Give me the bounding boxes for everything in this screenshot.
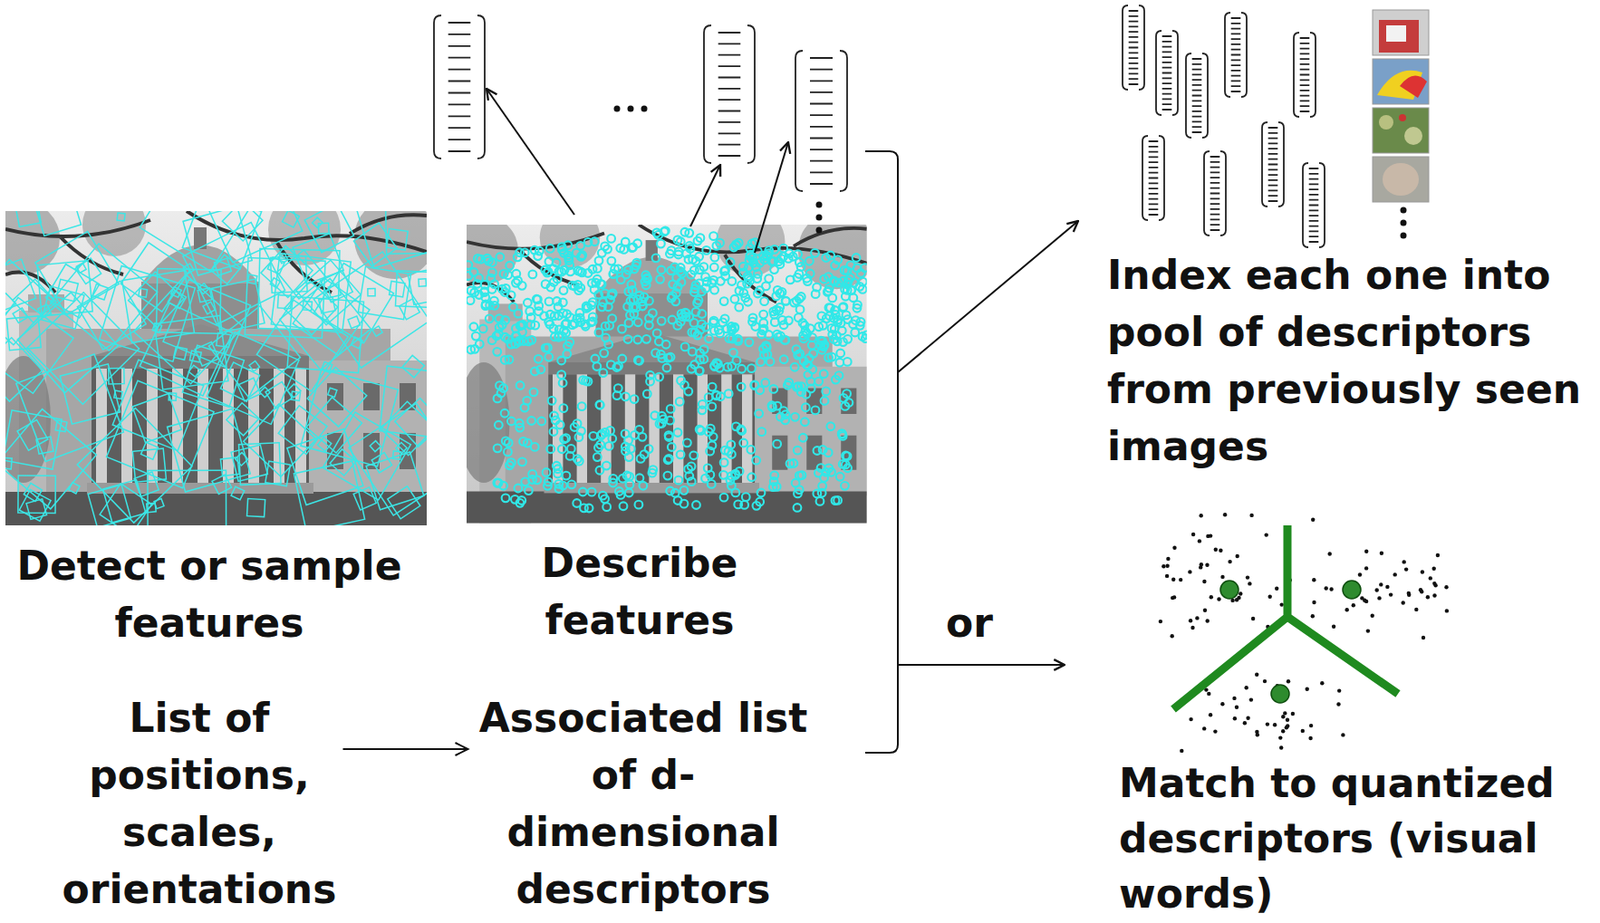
text-node: Associated list of d-dimensional descrip… [468,689,820,922]
descriptor-vectors [433,5,1325,248]
caption-label: or [924,594,1015,652]
flow-arrow [343,742,469,756]
detected-photo [5,211,427,526]
caption-label: Match to quantized descriptors (visual w… [1118,755,1566,922]
ellipsis-dots [614,106,1408,240]
described-photo [466,224,868,524]
caption-text: List of positions, scales, orientations [56,689,344,918]
descriptor-points [1158,512,1449,753]
feature-arrows [486,88,789,253]
caption-label: Detect or sample features [0,537,419,652]
caption-text: Associated list of d-dimensional descrip… [468,689,820,918]
caption-text: Match to quantized descriptors (visual w… [1118,755,1566,922]
thumbnails [1372,9,1429,203]
caption-text: Index each one into pool of descriptors … [1107,246,1590,475]
bracket [865,151,898,753]
caption-label: Describe features [480,534,800,649]
cluster-boundaries [1173,525,1398,710]
text-node: List of positions, scales, orientations [56,689,344,922]
choice-arrows [897,221,1079,666]
caption-text: or [924,594,1015,652]
caption-text: Describe features [480,534,800,649]
caption-text: Detect or sample features [0,537,419,652]
caption-label: Index each one into pool of descriptors … [1107,246,1590,475]
visual-word-centers [1220,580,1361,704]
